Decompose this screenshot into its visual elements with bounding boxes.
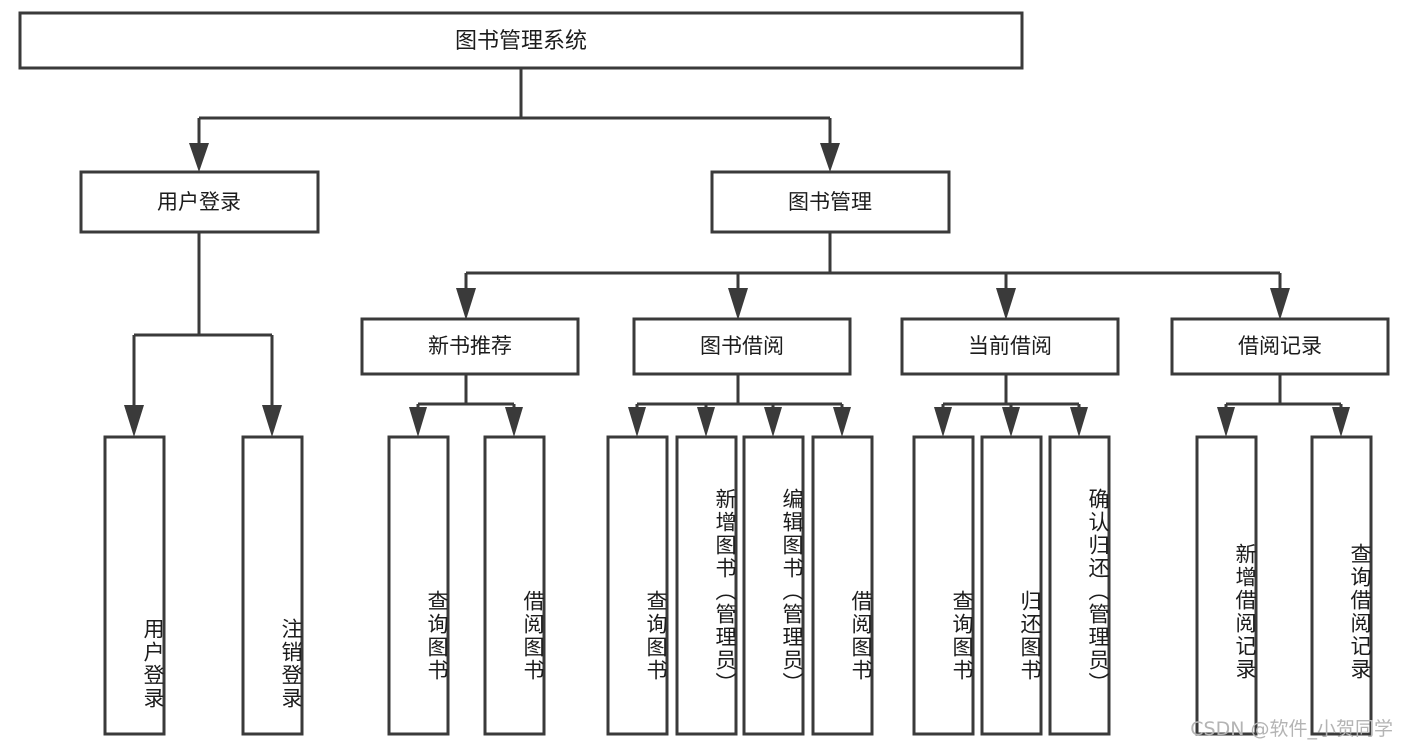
node-user-login[interactable]: 用户登录: [79, 170, 320, 234]
node-user-login-box[interactable]: [79, 170, 320, 234]
node-borrow-record[interactable]: 借阅记录: [1170, 317, 1390, 376]
leaf-box-edit-book[interactable]: [742, 435, 805, 736]
node-current-borrow-label: 当前借阅: [968, 334, 1052, 358]
leaf-boxes-book-borrow: [606, 435, 874, 736]
node-root-box[interactable]: [18, 11, 1024, 70]
arrow-head-leaf-add-book: [697, 407, 715, 437]
node-current-borrow[interactable]: 当前借阅: [900, 317, 1120, 376]
arrow-head-current-borrow: [996, 288, 1016, 320]
connector-group-newbook-to-leaves: [409, 373, 523, 437]
connector-group-bookmanage-to-level2: [456, 232, 1290, 320]
leaf-box-confirm-return[interactable]: [1048, 435, 1111, 736]
leaf-box-logout[interactable]: [241, 435, 304, 736]
leaf-boxes-new-book-recommend: [387, 435, 546, 736]
connector-group-currentborrow-to-leaves: [934, 373, 1088, 437]
arrow-head-leaf-confirm-return: [1070, 407, 1088, 437]
arrow-head-leaf-borrow-book-2: [833, 407, 851, 437]
leaf-box-borrow-book-1[interactable]: [483, 435, 546, 736]
node-root[interactable]: 图书管理系统: [18, 11, 1024, 70]
arrow-head-new-book: [456, 288, 476, 320]
arrow-head-leaf-query-book-1: [409, 407, 427, 437]
arrow-head-borrow-record: [1270, 288, 1290, 320]
arrow-head-leaf-query-book-3: [934, 407, 952, 437]
leaf-box-return-book[interactable]: [980, 435, 1043, 736]
node-book-borrow-label: 图书借阅: [700, 334, 784, 358]
arrow-head-leaf-query-book-2: [628, 407, 646, 437]
connector-group-borrowrecord-to-leaves: [1217, 373, 1350, 437]
arrow-head-book-borrow: [728, 288, 748, 320]
arrow-head-leaf-user-login: [124, 405, 144, 437]
arrow-head-leaf-logout: [262, 405, 282, 437]
leaf-box-borrow-book-2[interactable]: [811, 435, 874, 736]
leaf-box-user-login[interactable]: [103, 435, 166, 736]
node-root-label: 图书管理系统: [455, 29, 587, 54]
arrow-head-leaf-add-record: [1217, 407, 1235, 437]
arrow-head-leaf-borrow-book-1: [505, 407, 523, 437]
arrow-head-book-manage: [820, 143, 840, 172]
node-user-login-label: 用户登录: [157, 190, 241, 214]
node-book-borrow[interactable]: 图书借阅: [632, 317, 852, 376]
arrow-head-leaf-query-record: [1332, 407, 1350, 437]
node-new-book-recommend-label: 新书推荐: [428, 334, 512, 358]
node-current-borrow-box[interactable]: [900, 317, 1120, 376]
connector-group-bookborrow-to-leaves: [628, 373, 851, 437]
node-book-manage-label: 图书管理: [788, 190, 872, 214]
node-new-book-recommend[interactable]: 新书推荐: [360, 317, 580, 376]
leaf-boxes-borrow-record: [1195, 435, 1373, 736]
node-borrow-record-box[interactable]: [1170, 317, 1390, 376]
leaf-box-query-book-3[interactable]: [912, 435, 975, 736]
leaf-box-add-book[interactable]: [675, 435, 738, 736]
node-borrow-record-label: 借阅记录: [1238, 334, 1322, 358]
arrow-head-leaf-return-book: [1002, 407, 1020, 437]
node-book-manage[interactable]: 图书管理: [710, 170, 951, 234]
connector-group-root-to-level1: [189, 68, 840, 172]
node-new-book-recommend-box[interactable]: [360, 317, 580, 376]
watermark: CSDN @软件_小贺同学: [1190, 718, 1393, 740]
leaf-box-query-record[interactable]: [1310, 435, 1373, 736]
arrow-head-leaf-edit-book: [764, 407, 782, 437]
node-book-manage-box[interactable]: [710, 170, 951, 234]
arrow-head-user-login: [189, 143, 209, 172]
leaf-box-query-book-2[interactable]: [606, 435, 669, 736]
leaf-box-query-book-1[interactable]: [387, 435, 450, 736]
leaf-boxes-user-login: [103, 435, 304, 736]
node-book-borrow-box[interactable]: [632, 317, 852, 376]
connector-group-userlogin-to-leaves: [124, 232, 282, 437]
leaf-box-add-record[interactable]: [1195, 435, 1258, 736]
leaf-boxes-current-borrow: [912, 435, 1111, 736]
